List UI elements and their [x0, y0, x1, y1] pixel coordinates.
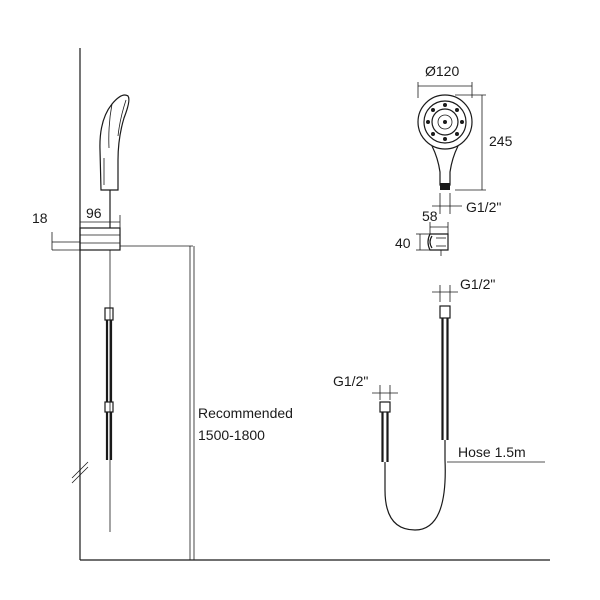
label-recommended: Recommended — [198, 405, 293, 421]
dimension-holder-depth: 96 — [79, 205, 121, 228]
dimension-mounting-height: Recommended 1500-1800 — [120, 245, 293, 560]
hose-length-callout: Hose 1.5m — [447, 444, 545, 463]
label-bracket-height: 40 — [395, 235, 411, 251]
break-mark — [71, 461, 89, 484]
label-recommended-range: 1500-1800 — [198, 427, 265, 443]
shower-head — [417, 94, 473, 190]
dimension-head-thread: G1/2" — [432, 193, 501, 215]
dimension-wall-offset: 18 — [32, 210, 80, 251]
hose-side — [104, 307, 114, 460]
label-bracket-width: 58 — [422, 208, 438, 224]
side-view: 18 96 Recommended 1500-1800 — [32, 94, 293, 560]
front-view: Ø120 245 G1/2" 58 — [333, 63, 545, 531]
label-wall-offset: 18 — [32, 210, 48, 226]
handshower-side — [99, 94, 130, 228]
dimension-hose-top-thread: G1/2" — [432, 276, 495, 302]
label-hose-bottom-thread: G1/2" — [333, 373, 368, 389]
spray-nozzles — [426, 103, 464, 141]
wall-holder — [79, 227, 121, 251]
dimension-bracket-width: 58 — [422, 208, 449, 234]
label-head-length: 245 — [489, 133, 513, 149]
dimension-head-length: 245 — [455, 94, 513, 191]
label-hose-length: Hose 1.5m — [458, 444, 526, 460]
hose — [379, 305, 451, 531]
label-hose-top-thread: G1/2" — [460, 276, 495, 292]
label-holder-depth: 96 — [86, 205, 102, 221]
dimension-bracket-height: 40 — [395, 233, 430, 251]
wall-bracket — [427, 233, 449, 256]
label-head-diameter: Ø120 — [425, 63, 459, 79]
label-head-thread: G1/2" — [466, 199, 501, 215]
dimension-hose-bottom-thread: G1/2" — [333, 373, 398, 400]
wall-floor — [79, 48, 550, 561]
dimension-head-diameter: Ø120 — [417, 63, 473, 98]
